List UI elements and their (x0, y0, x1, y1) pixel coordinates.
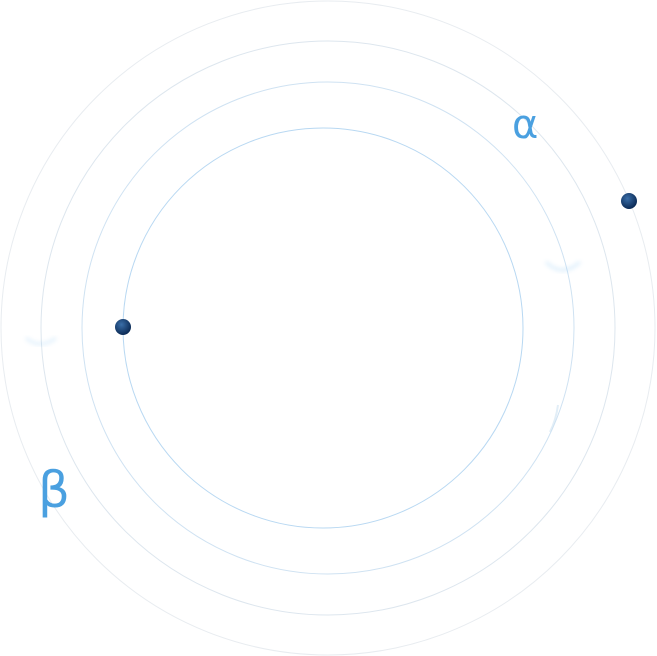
glow-arc-left (25, 336, 57, 346)
orbit-ring-inner (122, 127, 524, 529)
particle-dot-right (621, 193, 637, 209)
orbit-ring-3 (40, 40, 616, 616)
orbit-ring-2 (81, 81, 575, 575)
particle-dot-left (115, 319, 131, 335)
glow-arc-lower-right (549, 404, 559, 433)
glow-arc-right (544, 260, 581, 272)
alpha-label: α (512, 102, 538, 148)
beta-label: β (38, 461, 70, 519)
